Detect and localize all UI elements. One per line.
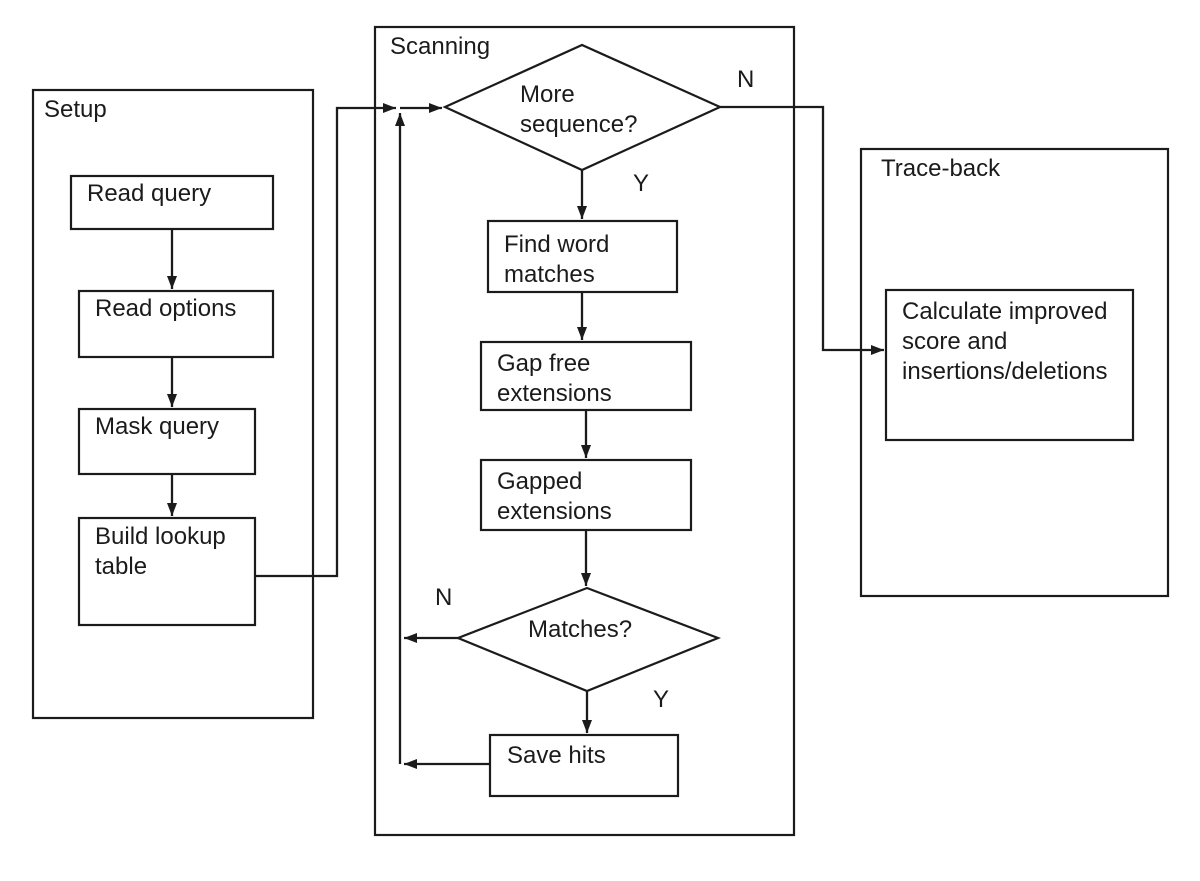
- mask-query-line-1: Mask query: [95, 413, 220, 440]
- traceback-group-label: Trace-back: [881, 155, 1001, 182]
- gap-free-line-2: extensions: [497, 380, 612, 407]
- matches-diamond: [455, 586, 722, 693]
- calculate-line-3: insertions/deletions: [902, 358, 1108, 385]
- gap-free-label: Gap free extensions: [497, 349, 612, 409]
- calculate-line-1: Calculate improved: [902, 298, 1108, 325]
- save-hits-box: [488, 733, 680, 798]
- calculate-box: [884, 288, 1135, 442]
- find-word-label: Find word matches: [504, 230, 609, 290]
- more-sequence-diamond: [442, 43, 723, 172]
- build-lookup-line-2: table: [95, 553, 148, 580]
- read-options-line-1: Read options: [95, 295, 237, 322]
- read-options-label: Read options: [95, 294, 236, 324]
- gapped-line-2: extensions: [497, 498, 612, 525]
- edge-build-lookup-to-more-sequence: [255, 103, 396, 578]
- more-sequence-line-1: More: [520, 81, 575, 108]
- save-hits-label: Save hits: [507, 741, 606, 771]
- more-sequence-label: More sequence?: [520, 80, 637, 140]
- gapped-line-1: Gapped: [497, 468, 583, 495]
- gap-free-line-1: Gap free: [497, 350, 591, 377]
- matches-line-1: Matches?: [528, 616, 633, 643]
- matches-label: Matches?: [528, 615, 632, 645]
- build-lookup-line-1: Build lookup: [95, 523, 226, 550]
- mask-query-label: Mask query: [95, 412, 219, 442]
- read-query-label: Read query: [87, 179, 211, 209]
- matches-no-label: N: [435, 584, 453, 611]
- build-lookup-label: Build lookup table: [95, 522, 226, 582]
- edge-more-sequence-no-to-calculate: [720, 105, 884, 355]
- setup-group-label: Setup: [44, 96, 107, 123]
- calculate-label: Calculate improved score and insertions/…: [902, 297, 1107, 387]
- gapped-box: [479, 458, 693, 532]
- find-word-line-2: matches: [504, 261, 595, 288]
- build-lookup-box: [77, 516, 257, 627]
- gap-free-box: [479, 340, 693, 412]
- more-sequence-line-2: sequence?: [520, 111, 638, 138]
- read-query-line-1: Read query: [87, 180, 212, 207]
- scanning-group-label: Scanning: [390, 33, 491, 60]
- calculate-line-2: score and: [902, 328, 1008, 355]
- read-options-box: [77, 289, 275, 359]
- find-word-box: [486, 219, 679, 294]
- matches-yes-label: Y: [653, 686, 670, 713]
- scanning-group-box: [373, 25, 796, 837]
- setup-group-box: [31, 88, 315, 720]
- read-query-box: [69, 174, 275, 231]
- save-hits-line-1: Save hits: [507, 742, 606, 769]
- mask-query-box: [77, 407, 257, 476]
- more-sequence-yes-label: Y: [633, 170, 650, 197]
- gapped-label: Gapped extensions: [497, 467, 612, 527]
- traceback-group-box: [859, 147, 1170, 598]
- more-sequence-no-label: N: [737, 66, 755, 93]
- find-word-line-1: Find word: [504, 231, 610, 258]
